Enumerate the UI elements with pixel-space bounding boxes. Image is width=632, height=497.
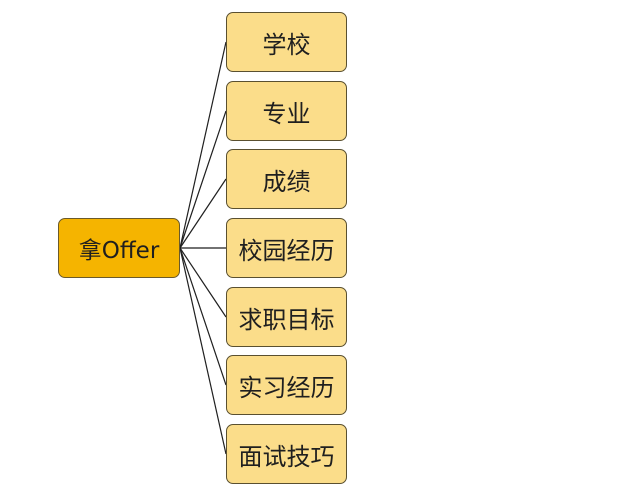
connector-line — [179, 247, 227, 455]
child-node-school: 学校 — [226, 12, 347, 72]
connector-line — [179, 247, 227, 386]
child-node-internship-experience: 实习经历 — [226, 355, 347, 415]
child-node-grades: 成绩 — [226, 149, 347, 209]
connector-line — [179, 110, 227, 249]
child-node-label: 求职目标 — [238, 305, 335, 334]
child-node-label: 实习经历 — [238, 373, 335, 402]
root-node-label: 拿Offer — [78, 238, 160, 264]
child-node-job-goal: 求职目标 — [226, 287, 347, 347]
root-node-get-offer: 拿Offer — [58, 218, 180, 278]
child-node-major: 专业 — [226, 81, 347, 141]
connector-line — [179, 178, 227, 249]
child-node-campus-experience: 校园经历 — [226, 218, 347, 278]
child-node-label: 成绩 — [262, 167, 311, 196]
child-node-label: 学校 — [262, 30, 311, 59]
connector-line — [179, 41, 227, 249]
child-node-interview-skills: 面试技巧 — [226, 424, 347, 484]
child-node-label: 校园经历 — [238, 236, 335, 265]
child-node-label: 专业 — [262, 99, 311, 128]
connector-line — [179, 247, 227, 318]
child-node-label: 面试技巧 — [238, 442, 335, 471]
